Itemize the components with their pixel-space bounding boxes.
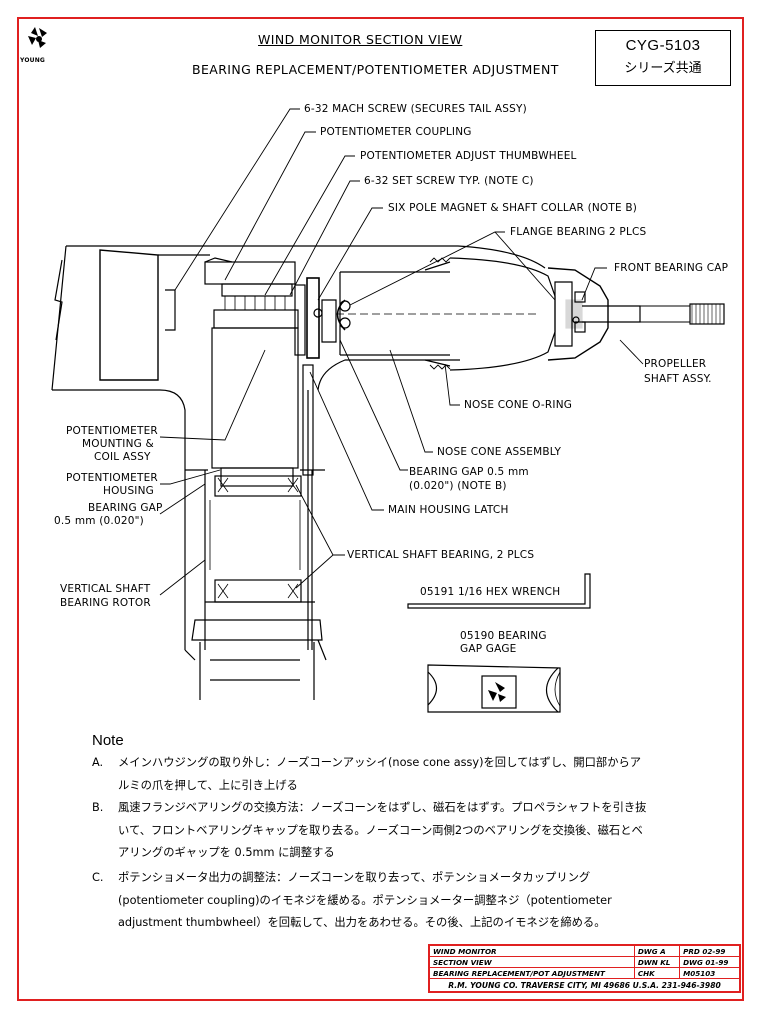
reference-box: CYG-5103 シリーズ共通 [595,30,731,86]
note-b-key: B. [92,801,104,814]
note-c: C. ポテンショメータ出力の調整法：ノーズコーンを取り去って、ポテンショメータカ… [92,867,692,935]
label-gap-b-2: (0.020") (NOTE B) [409,480,507,492]
ref-subtitle: シリーズ共通 [624,60,702,75]
label-pot-coupling: POTENTIOMETER COUPLING [320,126,472,138]
label-pot-mount-1: POTENTIOMETER [66,425,158,437]
label-pot-housing-1: POTENTIOMETER [66,472,158,484]
tb-r3c1: BEARING REPLACEMENT/POT ADJUSTMENT [429,967,635,979]
note-c-line3: adjustment thumbwheel）を回転して、出力をあわせる。その後、… [118,916,606,929]
vertical-housing [184,469,327,700]
note-b-line3: アリングのギャップを 0.5mm に調整する [118,846,335,859]
ref-code: CYG-5103 [625,37,701,54]
label-magnet: SIX POLE MAGNET & SHAFT COLLAR (NOTE B) [388,202,638,214]
leader-lines [159,108,644,596]
label-mach-screw: 6-32 MACH SCREW (SECURES TAIL ASSY) [304,103,527,115]
label-nose-assembly: NOSE CONE ASSEMBLY [437,446,562,458]
label-vert-bearing: VERTICAL SHAFT BEARING, 2 PLCS [347,549,535,561]
label-rotor-1: VERTICAL SHAFT [60,583,151,595]
page-frame [17,17,744,1001]
main-housing [51,245,725,650]
bearing-gap-gage-icon [427,664,561,713]
logo-text: YOUNG [20,57,46,64]
label-pot-mount-2: MOUNTING & [82,438,154,450]
label-gage-2: GAP GAGE [460,643,517,655]
tb-r1c1: WIND MONITOR [429,945,635,957]
label-propeller-1: PROPELLER [644,358,707,370]
note-a-key: A. [92,756,104,769]
note-a: A. メインハウジングの取り外し：ノーズコーンアッシイ(nose cone as… [92,752,692,797]
note-b-line2: いて、フロントベアリングキャップを取り去る。ノーズコーン両側2つのベアリングを交… [118,823,643,837]
tb-r2c1: SECTION VIEW [429,956,635,968]
label-propeller-2: SHAFT ASSY. [644,373,712,385]
label-pot-mount-3: COIL ASSY [94,451,151,463]
label-rotor-2: BEARING ROTOR [60,597,151,609]
hex-wrench-icon [407,573,591,609]
label-flange-bearing: FLANGE BEARING 2 PLCS [510,226,647,238]
notes-title: Note [92,732,124,749]
label-front-bearing-cap: FRONT BEARING CAP [614,262,729,274]
label-pot-housing-2: HOUSING [103,485,154,497]
label-gap-l-2: 0.5 mm (0.020") [54,515,144,527]
label-hex-wrench: 05191 1/16 HEX WRENCH [420,586,561,598]
drawing-subtitle: BEARING REPLACEMENT/POTENTIOMETER ADJUST… [192,62,559,77]
young-logo-icon [28,27,47,48]
label-gage-1: 05190 BEARING [460,630,547,642]
note-a-line1: メインハウジングの取り外し：ノーズコーンアッシイ(nose cone assy)… [118,756,642,769]
note-c-line2: (potentiometer coupling)のイモネジを緩める。ポテンショメ… [118,893,612,907]
note-b: B. 風速フランジベアリングの交換方法：ノーズコーンをはずし、磁石をはずす。プロ… [92,797,692,865]
note-c-key: C. [92,871,104,884]
label-gap-b-1: BEARING GAP 0.5 mm [409,466,529,478]
tb-r1c3: PRD 02-99 [679,945,740,957]
note-b-line1: 風速フランジベアリングの交換方法：ノーズコーンをはずし、磁石をはずす。プロペラシ… [118,801,647,814]
drawing-title: WIND MONITOR SECTION VIEW [258,32,463,47]
label-latch: MAIN HOUSING LATCH [388,504,509,516]
title-block: WIND MONITOR DWG A PRD 02-99 SECTION VIE… [428,944,741,993]
tb-r3c2: CHK [633,967,681,979]
tb-footer: R.M. YOUNG CO. TRAVERSE CITY, MI 49686 U… [429,978,740,992]
note-a-line2: ルミの爪を押して、上に引き上げる [118,778,298,792]
note-c-line1: ポテンショメータ出力の調整法：ノーズコーンを取り去って、ポテンショメータカップリ… [118,871,591,884]
label-oring: NOSE CONE O-RING [464,399,573,411]
tb-r2c3: DWG 01-99 [679,956,740,968]
tb-r1c2: DWG A [633,945,681,957]
tb-r2c2: DWN KL [633,956,681,968]
label-gap-l-1: BEARING GAP [88,502,163,514]
tb-r3c3: M05103 [679,967,740,979]
label-pot-thumbwheel: POTENTIOMETER ADJUST THUMBWHEEL [360,150,577,162]
label-set-screw: 6-32 SET SCREW TYP. (NOTE C) [364,175,534,187]
